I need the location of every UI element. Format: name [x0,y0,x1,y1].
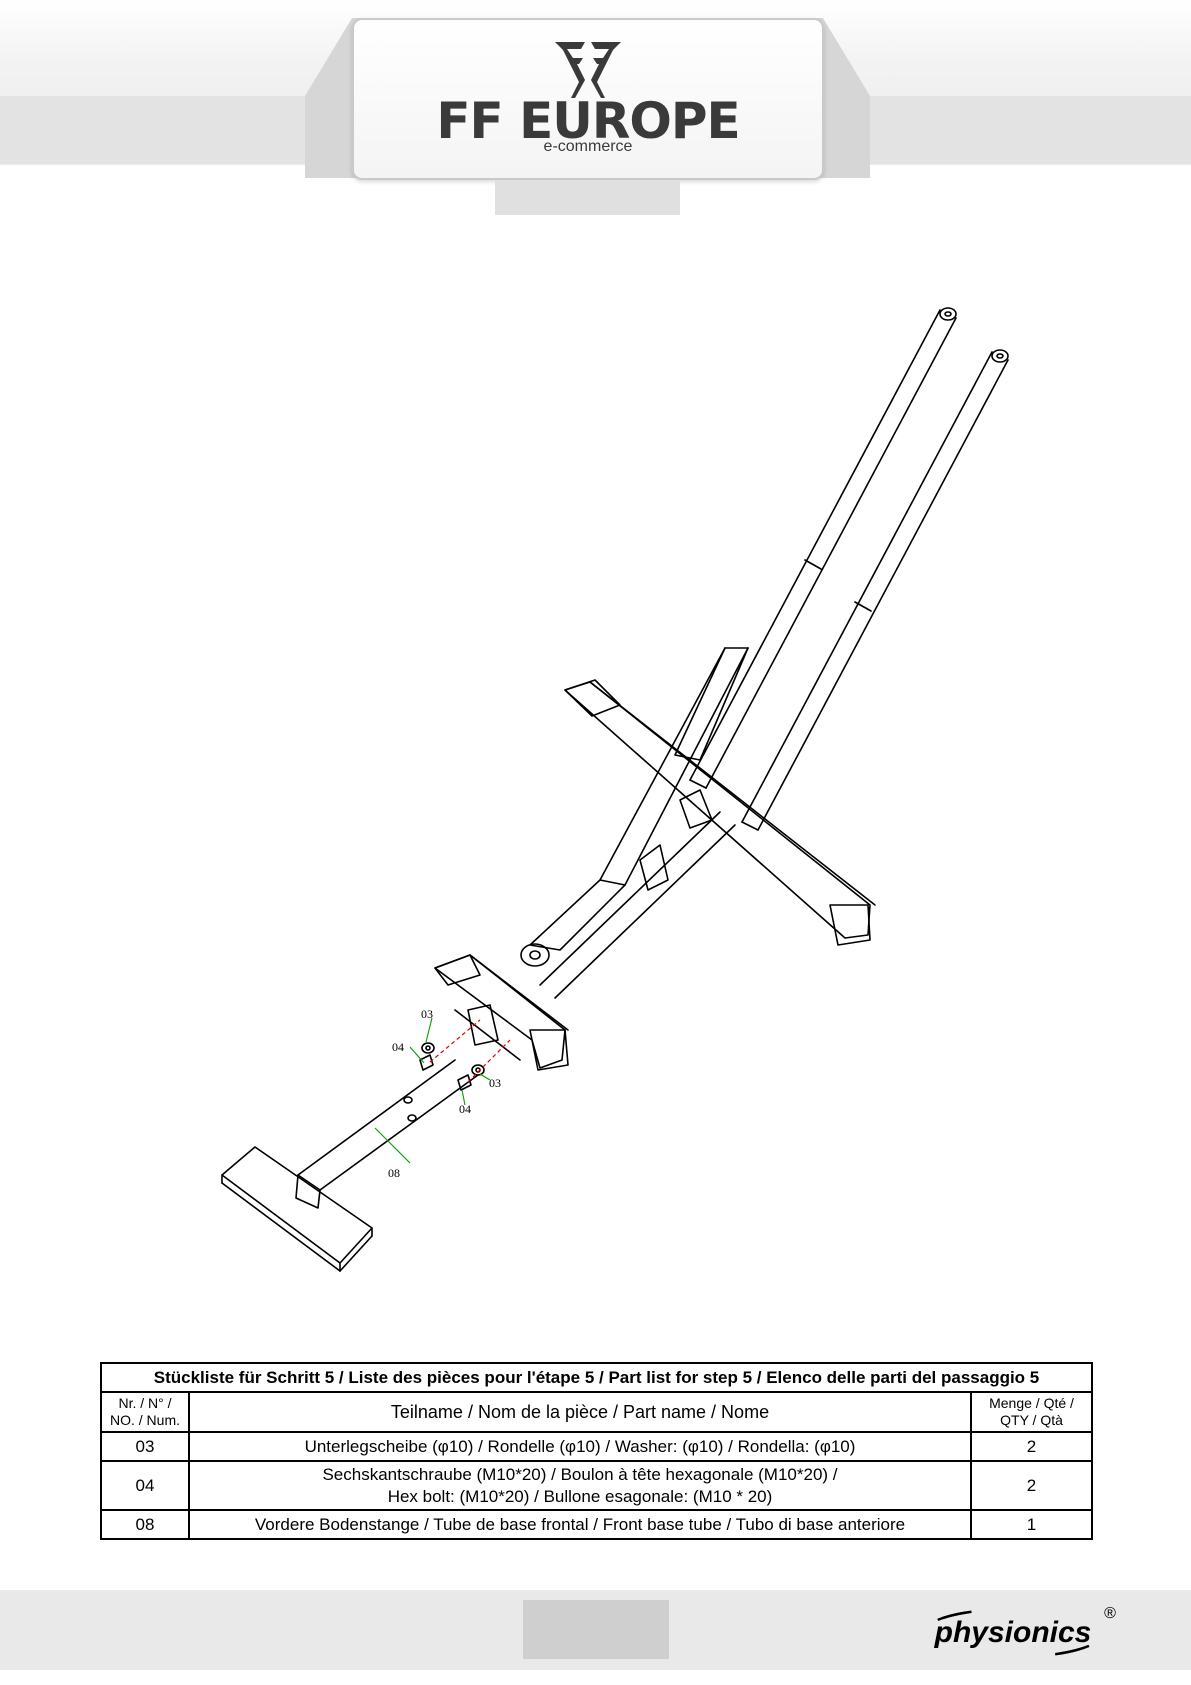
callout-03-top: 03 [421,1007,433,1021]
table-title: Stückliste für Schritt 5 / Liste des piè… [99,1362,1094,1393]
callout-leaders [374,1017,491,1164]
row-qty: 1 [969,1509,1094,1540]
row-part-name: Vordere Bodenstange / Tube de base front… [188,1509,972,1540]
header-qty-line2: QTY / Qtà [1000,1412,1063,1428]
header-no-line2: NO. / Num. [109,1412,180,1428]
table-row: 03 Unterlegscheibe (φ10) / Rondelle (φ10… [100,1431,1094,1462]
row-no: 08 [100,1509,190,1540]
support-strut [539,789,736,999]
foot-plate [221,1146,373,1272]
parts-table: Stückliste für Schritt 5 / Liste des piè… [99,1362,1094,1540]
row-part-name-line1: Sechskantschraube (M10*20) / Boulon à tê… [322,1464,838,1484]
header-part-name: Teilname / Nom de la pièce / Part name /… [188,1391,972,1433]
rear-base-bar [564,679,876,946]
table-header-row: Nr. / N° / NO. / Num. Teilname / Nom de … [100,1391,1094,1433]
row-no: 03 [100,1431,190,1462]
header-tab [495,180,680,215]
callout-03-right: 03 [489,1076,501,1090]
fasteners [419,1042,485,1091]
callout-04-left: 04 [392,1040,404,1054]
physionics-logo: physionics ® [921,1605,1116,1659]
row-part-name: Sechskantschraube (M10*20) / Boulon à tê… [188,1460,972,1511]
row-part-name-line2: Hex bolt: (M10*20) / Bullone esagonale: … [387,1486,773,1506]
row-qty: 2 [969,1460,1094,1511]
registered-mark: ® [1104,1605,1116,1622]
row-part-name: Unterlegscheibe (φ10) / Rondelle (φ10) /… [188,1431,972,1462]
main-frame [520,647,749,967]
footer-tab [523,1600,669,1659]
assembly-diagram [221,307,1009,1272]
left-handle-tube [689,307,957,789]
table-title-row: Stückliste für Schritt 5 / Liste des piè… [99,1362,1094,1393]
row-no: 04 [100,1460,190,1511]
brand-subtitle: e-commerce [543,138,633,155]
header-qty: Menge / Qté / QTY / Qtà [969,1391,1094,1433]
right-handle-tube [741,349,1009,831]
assembly-guides [429,1019,511,1083]
row-qty: 2 [969,1431,1094,1462]
callout-08: 08 [388,1166,400,1180]
front-cross-member [434,954,569,1071]
front-base-tube [295,1059,479,1209]
header-qty-line1: Menge / Qté / [989,1395,1074,1411]
physionics-wordmark: physionics [934,1616,1092,1649]
callout-04-bottom: 04 [459,1102,471,1116]
header-no: Nr. / N° / NO. / Num. [100,1391,190,1433]
brand-name: FF EUROPE [436,92,740,150]
table-row: 08 Vordere Bodenstange / Tube de base fr… [100,1509,1094,1540]
header-no-line1: Nr. / N° / [118,1395,172,1411]
table-row: 04 Sechskantschraube (M10*20) / Boulon à… [100,1460,1094,1511]
brand-logo: FF EUROPE e-commerce [352,18,824,180]
ff-logo-icon [555,42,621,98]
